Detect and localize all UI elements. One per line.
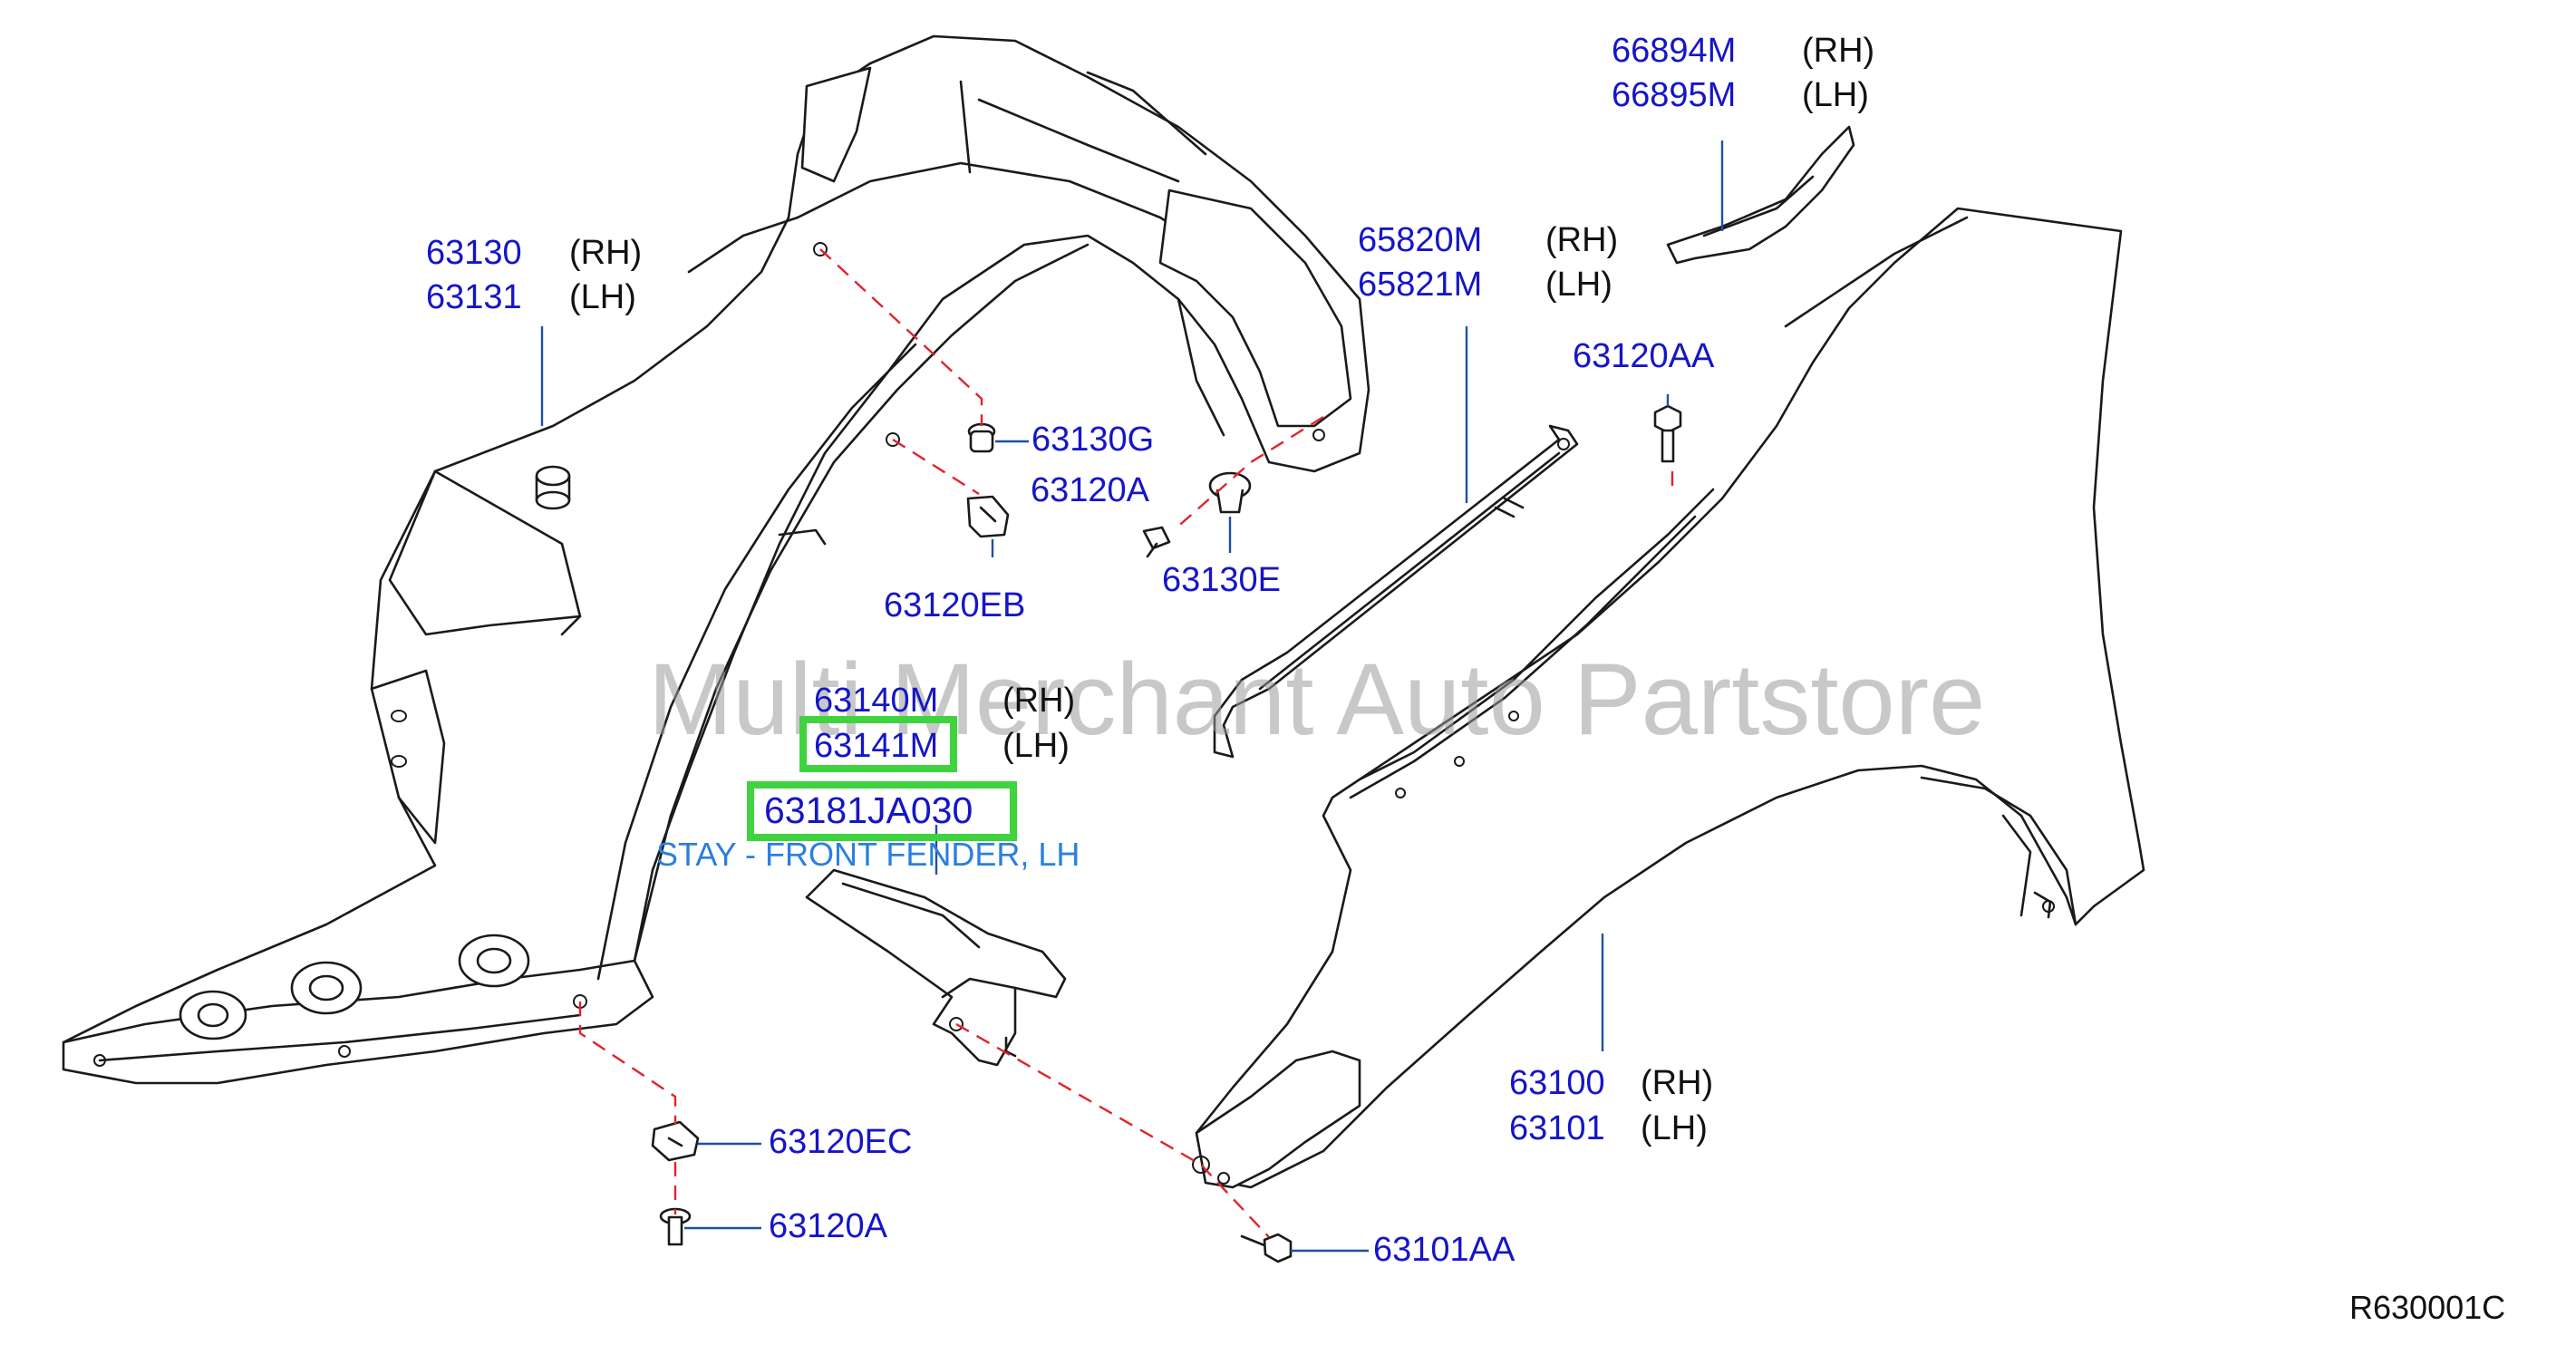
fender-rh-tag: (RH) bbox=[1641, 1064, 1713, 1102]
stay-lh-tag: (LH) bbox=[1002, 727, 1070, 765]
fender-lh-number[interactable]: 63101 bbox=[1509, 1109, 1605, 1147]
stay-description: STAY - FRONT FENDER, LH bbox=[656, 836, 1080, 873]
screw-lower-number[interactable]: 63120A bbox=[769, 1207, 888, 1245]
housing-rh-number[interactable]: 63130 bbox=[426, 234, 522, 272]
stay-part-highlight bbox=[747, 781, 1017, 841]
stay-illustration bbox=[805, 868, 1067, 1067]
grommet-g-number[interactable]: 63130G bbox=[1031, 421, 1154, 459]
screw-upper-illustration bbox=[1142, 526, 1171, 558]
rear-panel-rh-number[interactable]: 66894M bbox=[1612, 32, 1736, 70]
fender-lh-tag: (LH) bbox=[1641, 1109, 1708, 1147]
stay-part-number[interactable]: 63181JA030 bbox=[764, 789, 973, 831]
housing-lh-number[interactable]: 63131 bbox=[426, 278, 522, 316]
bolt-fender-number[interactable]: 63101AA bbox=[1373, 1231, 1516, 1269]
clip-ec-number[interactable]: 63120EC bbox=[769, 1123, 912, 1161]
seal-rail-lh-number[interactable]: 65821M bbox=[1358, 266, 1482, 304]
stay-lh-number[interactable]: 63141M bbox=[814, 727, 938, 765]
bolt-fender-illustration bbox=[1240, 1233, 1293, 1263]
rear-panel-lh-number[interactable]: 66895M bbox=[1612, 76, 1736, 114]
fender-protector-illustration bbox=[62, 34, 1370, 1085]
stay-rh-tag: (RH) bbox=[1002, 682, 1075, 720]
bolt-aa-illustration bbox=[1653, 404, 1682, 463]
clip-e-number[interactable]: 63130E bbox=[1162, 561, 1281, 599]
clip-eb-illustration bbox=[966, 495, 1010, 538]
seal-rail-lh-tag: (LH) bbox=[1545, 266, 1612, 304]
grommet-illustration bbox=[967, 422, 996, 453]
rear-panel-illustration bbox=[1666, 125, 1855, 265]
clip-ec-illustration bbox=[651, 1120, 700, 1162]
stay-lh-highlight bbox=[799, 716, 957, 772]
fender-illustration bbox=[1192, 207, 2145, 1189]
leader-lines bbox=[540, 140, 1724, 1253]
seal-rail-rh-tag: (RH) bbox=[1545, 221, 1618, 259]
clip-e-illustration bbox=[1208, 471, 1252, 514]
rear-panel-rh-tag: (RH) bbox=[1802, 32, 1874, 70]
fender-rh-number[interactable]: 63100 bbox=[1509, 1064, 1605, 1102]
clip-eb-number[interactable]: 63120EB bbox=[884, 586, 1025, 624]
rear-panel-lh-tag: (LH) bbox=[1802, 76, 1869, 114]
watermark: Multi Merchant Auto Partstore bbox=[648, 643, 1985, 756]
stay-rh-number[interactable]: 63140M bbox=[814, 682, 938, 720]
housing-lh-tag: (LH) bbox=[569, 278, 636, 316]
diagram-code: R630001C bbox=[2349, 1289, 2505, 1326]
seal-rail-illustration bbox=[1213, 424, 1579, 759]
seal-rail-rh-number[interactable]: 65820M bbox=[1358, 221, 1482, 259]
housing-rh-tag: (RH) bbox=[569, 234, 642, 272]
screw-upper-number[interactable]: 63120A bbox=[1031, 471, 1150, 509]
install-paths bbox=[578, 248, 1674, 1238]
bolt-aa-number[interactable]: 63120AA bbox=[1573, 337, 1715, 375]
